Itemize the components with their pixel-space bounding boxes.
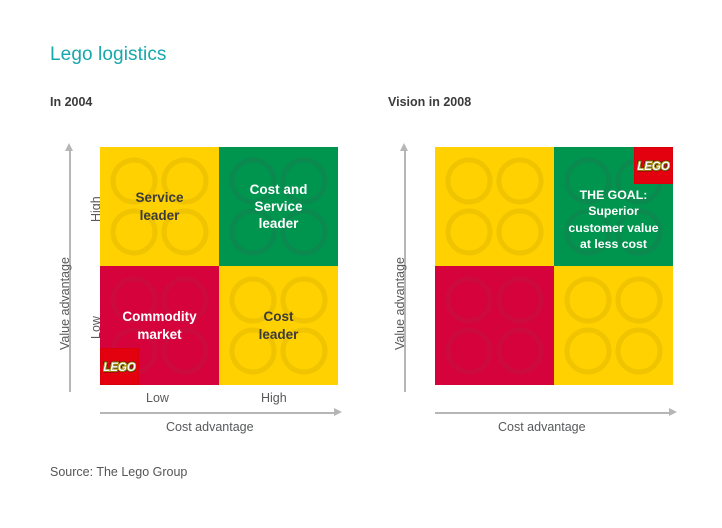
x-axis-line-chart1: [100, 412, 336, 414]
lego-studs-icon: [435, 266, 554, 385]
y-axis-arrow-chart2: [399, 143, 408, 151]
lego-studs-icon: [435, 147, 554, 266]
x-axis-line-chart2: [435, 412, 671, 414]
lego-studs-icon: [554, 266, 673, 385]
y-axis-arrow-chart1: [64, 143, 73, 151]
quadrant-top-left-chart2[interactable]: [435, 147, 554, 266]
quadrant-label-commodity-market: Commodity market: [122, 309, 197, 342]
lego-logo-icon: LEGO LEGO LEGO: [637, 157, 670, 174]
quadrant-cost-and-service-leader[interactable]: Cost and Service leader: [219, 147, 338, 266]
x-axis-tick-high-chart1: High: [261, 391, 287, 405]
y-axis-line-chart2: [404, 150, 406, 392]
y-axis-title-chart1: Value advantage: [58, 257, 72, 350]
lego-position-marker-chart2[interactable]: LEGO LEGO LEGO: [634, 147, 673, 184]
y-axis-line-chart1: [69, 150, 71, 392]
page-title: Lego logistics: [50, 44, 167, 65]
quadrant-label-the-goal: THE GOAL: Superior customer value at les…: [568, 187, 659, 251]
lego-position-marker-chart1[interactable]: LEGO LEGO LEGO: [100, 348, 139, 385]
matrix-chart1: Service leader Cost and Service leader: [100, 147, 338, 385]
svg-text:LEGO: LEGO: [103, 362, 136, 374]
chart-title-vision-2008: Vision in 2008: [388, 95, 472, 109]
quadrant-label-cost-leader: Cost leader: [258, 309, 299, 342]
x-axis-arrow-chart1: [334, 408, 342, 416]
quadrant-bottom-left-chart2[interactable]: [435, 266, 554, 385]
x-axis-tick-low-chart1: Low: [146, 391, 169, 405]
x-axis-title-chart1: Cost advantage: [166, 420, 254, 434]
quadrant-label-cost-and-service-leader: Cost and Service leader: [249, 181, 308, 232]
chart-title-in-2004: In 2004: [50, 95, 93, 109]
quadrant-cost-leader[interactable]: Cost leader: [219, 266, 338, 385]
lego-logo-icon: LEGO LEGO LEGO: [103, 358, 136, 375]
svg-text:LEGO: LEGO: [637, 161, 670, 173]
y-axis-title-chart2: Value advantage: [393, 257, 407, 350]
quadrant-bottom-right-chart2[interactable]: [554, 266, 673, 385]
quadrant-label-service-leader: Service leader: [135, 190, 184, 223]
quadrant-commodity-market[interactable]: Commodity market: [100, 266, 219, 385]
source-note: Source: The Lego Group: [50, 465, 188, 479]
x-axis-arrow-chart2: [669, 408, 677, 416]
quadrant-service-leader[interactable]: Service leader: [100, 147, 219, 266]
x-axis-title-chart2: Cost advantage: [498, 420, 586, 434]
